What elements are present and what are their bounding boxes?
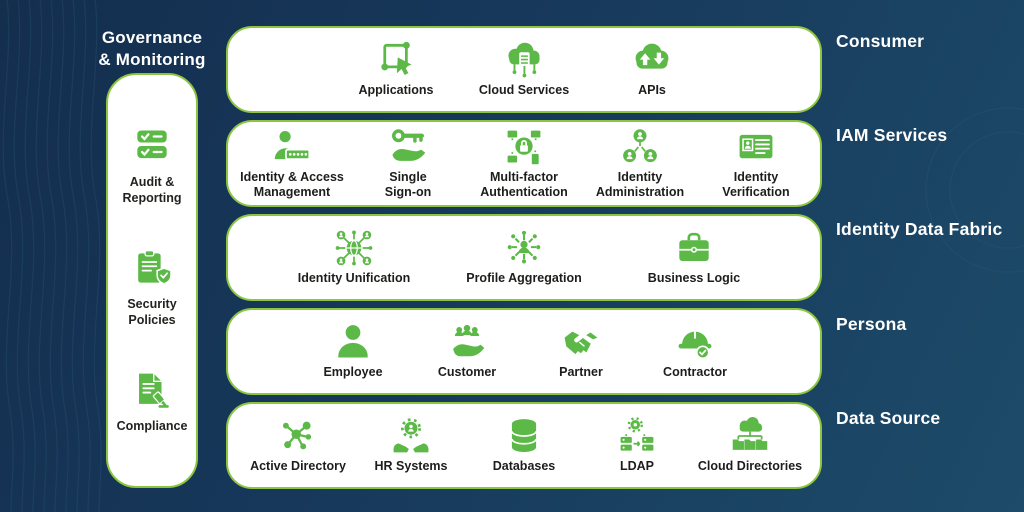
customer-icon xyxy=(445,323,489,361)
layer-label-persona: Persona xyxy=(836,314,907,334)
item-label: Active Directory xyxy=(250,459,346,473)
item-label: Identity Administration xyxy=(595,169,685,199)
item-label: LDAP xyxy=(619,459,655,473)
item-label: HR Systems xyxy=(374,459,448,473)
item-label: Employee xyxy=(323,365,383,379)
item-label: Cloud Directories xyxy=(697,459,803,473)
item-apis: APIs xyxy=(591,41,713,98)
applications-icon xyxy=(374,41,418,79)
governance-item-audit-reporting: Audit & Reporting xyxy=(112,127,192,207)
item-label: Contractor xyxy=(663,365,727,379)
layer-card-data-source: Active Directory HR Systems Databases LD… xyxy=(226,402,822,489)
layer-label-iam-services: IAM Services xyxy=(836,125,948,145)
item-label: Customer xyxy=(437,365,497,379)
item-identity-access-management: Identity & Access Management xyxy=(235,128,350,200)
employee-icon xyxy=(331,323,375,361)
item-single-sign-on: Single Sign-on xyxy=(351,128,466,200)
layer-label-consumer: Consumer xyxy=(836,31,925,51)
item-label: Identity Verification xyxy=(722,169,790,199)
governance-title: Governance & Monitoring xyxy=(70,27,234,71)
apis-icon xyxy=(630,41,674,79)
business-logic-icon xyxy=(672,229,716,267)
layer-label-identity-data-fabric: Identity Data Fabric xyxy=(836,219,1003,239)
layer-label-data-source: Data Source xyxy=(836,408,941,428)
item-label: Business Logic xyxy=(647,271,741,285)
single-sign-on-icon xyxy=(386,128,430,166)
governance-item-label: Compliance xyxy=(116,418,188,433)
item-contractor: Contractor xyxy=(640,323,750,380)
item-employee: Employee xyxy=(298,323,408,380)
governance-item-label: Audit & Reporting xyxy=(122,175,182,206)
identity-verification-icon xyxy=(734,128,778,166)
item-ldap: LDAP xyxy=(582,417,692,474)
item-label: Single Sign-on xyxy=(384,169,432,199)
item-identity-verification: Identity Verification xyxy=(699,128,814,200)
item-customer: Customer xyxy=(412,323,522,380)
hr-systems-icon xyxy=(389,417,433,455)
identity-access-management-icon xyxy=(270,128,314,166)
cloud-services-icon xyxy=(502,41,546,79)
item-profile-aggregation: Profile Aggregation xyxy=(442,229,606,286)
governance-item-label: Security Policies xyxy=(127,296,177,328)
item-label: APIs xyxy=(638,83,666,97)
security-policies-icon xyxy=(130,249,174,287)
active-directory-icon xyxy=(276,417,320,455)
item-label: Identity & Access Management xyxy=(240,169,344,199)
multi-factor-authentication-icon xyxy=(502,128,546,166)
item-identity-administration: Identity Administration xyxy=(583,128,698,200)
profile-aggregation-icon xyxy=(502,229,546,267)
item-databases: Databases xyxy=(469,417,579,474)
ldap-icon xyxy=(615,417,659,455)
compliance-icon xyxy=(130,371,174,409)
layer-card-iam-services: Identity & Access Management Single Sign… xyxy=(226,120,822,207)
layer-card-persona: Employee Customer Partner Contractor xyxy=(226,308,822,395)
item-label: Identity Unification xyxy=(297,271,411,285)
item-label: Applications xyxy=(358,83,434,97)
governance-title-line2: & Monitoring xyxy=(98,49,206,69)
item-label: Profile Aggregation xyxy=(466,271,582,285)
item-active-directory: Active Directory xyxy=(243,417,353,474)
item-label: Multi-factor Authentication xyxy=(480,169,568,199)
governance-item-compliance: Compliance xyxy=(116,371,188,434)
governance-item-security-policies: Security Policies xyxy=(112,249,192,329)
identity-administration-icon xyxy=(618,128,662,166)
identity-unification-icon xyxy=(332,229,376,267)
layer-card-identity-data-fabric: Identity Unification Profile Aggregation… xyxy=(226,214,822,301)
databases-icon xyxy=(502,417,546,455)
item-business-logic: Business Logic xyxy=(612,229,776,286)
item-cloud-directories: Cloud Directories xyxy=(695,417,805,474)
cloud-directories-icon xyxy=(728,417,772,455)
audit-reporting-icon xyxy=(130,127,174,165)
item-identity-unification: Identity Unification xyxy=(272,229,436,286)
item-multi-factor-authentication: Multi-factor Authentication xyxy=(467,128,582,200)
partner-icon xyxy=(559,323,603,361)
item-applications: Applications xyxy=(335,41,457,98)
item-label: Cloud Services xyxy=(478,83,570,97)
governance-pill: Audit & Reporting Security Policies Comp… xyxy=(106,73,198,488)
item-hr-systems: HR Systems xyxy=(356,417,466,474)
item-label: Partner xyxy=(559,365,603,379)
contractor-icon xyxy=(673,323,717,361)
item-cloud-services: Cloud Services xyxy=(463,41,585,98)
item-partner: Partner xyxy=(526,323,636,380)
governance-title-line1: Governance xyxy=(101,28,203,47)
item-label: Databases xyxy=(492,459,556,473)
layer-card-consumer: Applications Cloud Services APIs xyxy=(226,26,822,113)
